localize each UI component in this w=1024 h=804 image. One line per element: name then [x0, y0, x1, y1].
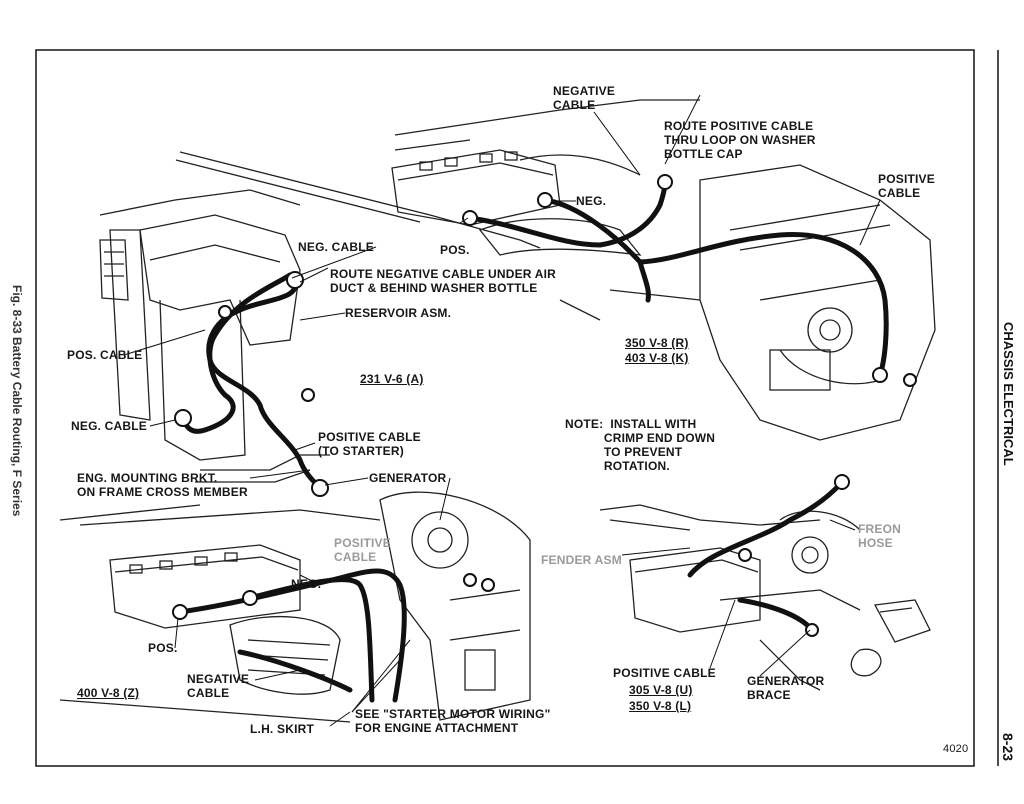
label-route-positive: ROUTE POSITIVE CABLE THRU LOOP ON WASHER… [664, 119, 816, 161]
label-positive-to-starter: POSITIVE CABLE (TO STARTER) [318, 430, 421, 458]
label-negative-cable-bottom: NEGATIVE CABLE [187, 672, 250, 700]
connectors-400 [172, 573, 495, 620]
drawing-350-v8 [391, 99, 936, 441]
label-note: NOTE: INSTALL WITH CRIMP END DOWN TO PRE… [565, 417, 716, 473]
label-engine-231: 231 V-6 (A) [360, 372, 424, 386]
label-generator: GENERATOR [369, 471, 447, 485]
figure-number: 4020 [943, 743, 969, 755]
label-route-negative: ROUTE NEGATIVE CABLE UNDER AIR DUCT & BE… [330, 267, 557, 295]
label-generator-brace: GENERATOR BRACE [747, 674, 825, 702]
label-fender-asm: FENDER ASM [541, 553, 622, 567]
label-engine-350l: 350 V-8 (L) [629, 699, 692, 713]
label-engine-400: 400 V-8 (Z) [77, 686, 140, 700]
section-title: CHASSIS ELECTRICAL [1001, 322, 1016, 466]
connectors-231 [174, 271, 329, 497]
label-pos-cable-left: POS. CABLE [67, 348, 143, 362]
label-positive-cable-grey: POSITIVE CABLE [334, 536, 391, 564]
label-engine-305: 305 V-8 (U) [629, 683, 693, 697]
connectors-350 [462, 174, 917, 387]
page-frame [35, 49, 999, 767]
leader-lines [123, 94, 881, 727]
cables-350 [467, 179, 889, 378]
drawing-231-v6 [59, 151, 541, 521]
label-positive-cable-top: POSITIVE CABLE [878, 172, 935, 200]
label-neg-cable-1: NEG. CABLE [298, 240, 375, 254]
label-engine-350: 350 V-8 (R) [625, 336, 689, 350]
label-neg-bottom: NEG. [291, 577, 322, 591]
label-neg-cable-2: NEG. CABLE [71, 419, 148, 433]
label-pos-top: POS. [440, 243, 470, 257]
figure-caption: Fig. 8-33 Battery Cable Routing, F Serie… [10, 285, 24, 517]
label-negative-cable-top: NEGATIVE CABLE [553, 84, 616, 112]
label-reservoir: RESERVOIR ASM. [345, 306, 452, 320]
label-engine-403: 403 V-8 (K) [625, 351, 689, 365]
label-neg-top: NEG. [576, 194, 607, 208]
cables-231 [180, 272, 323, 491]
label-see-starter: SEE "STARTER MOTOR WIRING" FOR ENGINE AT… [355, 707, 551, 735]
label-positive-cable-bottom: POSITIVE CABLE [613, 666, 716, 680]
cables-305 [687, 479, 845, 633]
label-eng-mounting: ENG. MOUNTING BRKT. ON FRAME CROSS MEMBE… [77, 471, 248, 499]
drawing-305-v8 [599, 504, 931, 691]
connectors-305 [738, 474, 850, 637]
label-freon-hose: FREON HOSE [858, 522, 901, 550]
label-lh-skirt: L.H. SKIRT [250, 722, 314, 736]
label-pos-bottom: POS. [148, 641, 178, 655]
page-number: 8-23 [1000, 733, 1016, 762]
